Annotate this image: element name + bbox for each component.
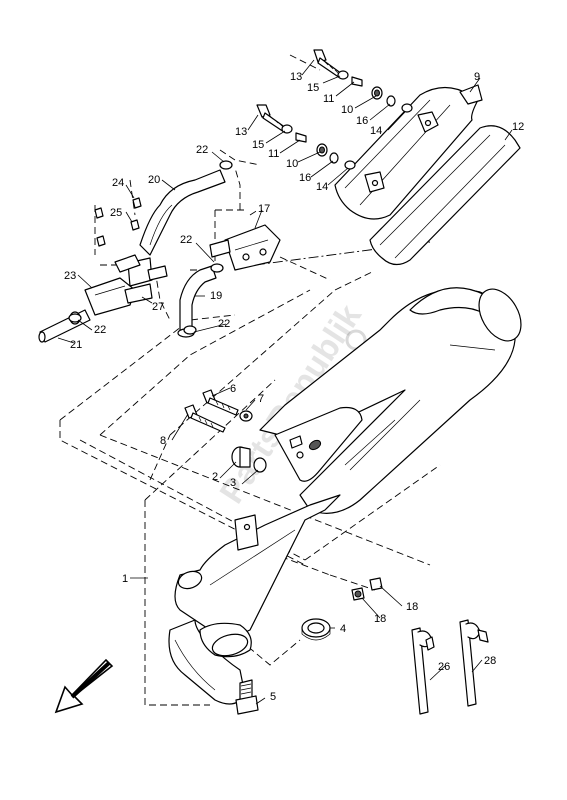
bolt-set-upper xyxy=(313,49,413,113)
callout-labels: 1 2 3 4 5 6 7 8 9 12 10 10 11 11 13 13 1… xyxy=(64,71,524,703)
callout-17: 17 xyxy=(258,203,270,215)
callout-14-upper: 14 xyxy=(370,125,382,137)
callout-2: 2 xyxy=(212,471,218,483)
callout-6: 6 xyxy=(230,383,236,395)
callout-11-lower: 11 xyxy=(268,148,279,160)
callout-16-lower: 16 xyxy=(299,172,311,184)
callout-16-upper: 16 xyxy=(356,115,368,127)
callout-22-left: 22 xyxy=(94,324,106,336)
heat-shield-9 xyxy=(334,84,483,220)
callout-3: 3 xyxy=(230,477,236,489)
gasket-4 xyxy=(301,618,331,641)
callout-5: 5 xyxy=(270,691,276,703)
callout-19: 19 xyxy=(210,290,222,302)
hose-20 xyxy=(139,169,226,256)
callout-27: 27 xyxy=(152,301,164,313)
callout-10-lower: 10 xyxy=(286,158,298,170)
callout-18-right: 18 xyxy=(406,601,418,613)
callout-13-upper: 13 xyxy=(290,71,302,83)
callout-20: 20 xyxy=(148,174,160,186)
callout-25: 25 xyxy=(110,207,122,219)
heat-shield-12 xyxy=(369,125,521,266)
muffler-assembly xyxy=(259,287,522,514)
callout-12: 12 xyxy=(512,121,524,133)
bolt-6-washer-7 xyxy=(202,389,253,422)
reed-valve-17 xyxy=(209,224,281,271)
band-26 xyxy=(411,627,435,715)
callout-26: 26 xyxy=(438,661,450,673)
air-cut-valve-23 xyxy=(84,254,153,316)
callout-7: 7 xyxy=(258,393,264,405)
screws-18 xyxy=(351,577,383,601)
callout-22-top: 22 xyxy=(196,144,208,156)
callout-8: 8 xyxy=(160,435,166,447)
pipe-21 xyxy=(38,309,91,343)
callout-1: 1 xyxy=(122,573,128,585)
callout-15-upper: 15 xyxy=(307,82,319,94)
clamps-22 xyxy=(68,160,233,335)
callout-11-upper: 11 xyxy=(323,93,334,105)
leader-lines xyxy=(57,59,513,705)
bolts-24-25 xyxy=(94,197,142,247)
callout-21: 21 xyxy=(70,339,82,351)
callout-9: 9 xyxy=(474,71,480,83)
callout-24: 24 xyxy=(112,177,124,189)
exhaust-pipe-1 xyxy=(168,494,341,705)
callout-14-lower: 14 xyxy=(316,181,328,193)
bolt-5 xyxy=(235,679,259,715)
bolt-8 xyxy=(184,404,226,433)
callout-15-lower: 15 xyxy=(252,139,264,151)
callout-22-bottom: 22 xyxy=(218,318,230,330)
front-direction-arrow-icon xyxy=(54,658,114,714)
callout-22-middle: 22 xyxy=(180,234,192,246)
band-28 xyxy=(459,619,489,707)
callout-10-upper: 10 xyxy=(341,104,353,116)
callout-23: 23 xyxy=(64,270,76,282)
callout-18-left: 18 xyxy=(374,613,386,625)
callout-28: 28 xyxy=(484,655,496,667)
callout-4: 4 xyxy=(340,623,346,635)
callout-13-lower: 13 xyxy=(235,126,247,138)
bracket-27 xyxy=(124,265,168,304)
